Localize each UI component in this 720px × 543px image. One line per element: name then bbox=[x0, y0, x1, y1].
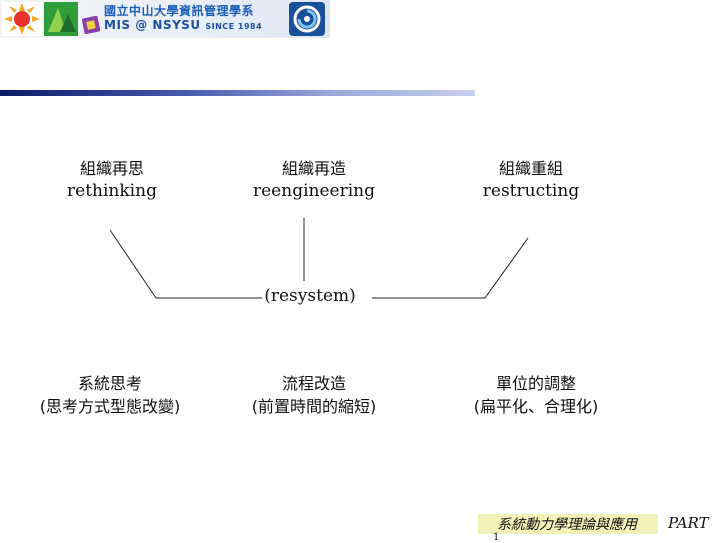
header-divider-bar bbox=[0, 90, 475, 96]
node-rethinking-en: rethinking bbox=[67, 181, 157, 201]
node-unit-adjustment-detail: (扁平化、合理化) bbox=[473, 397, 599, 416]
center-resystem-label: (resystem) bbox=[262, 286, 358, 306]
node-system-thinking-title: 系統思考 bbox=[77, 374, 142, 393]
footer-highlight-bar bbox=[478, 514, 658, 534]
swirl-logo-icon bbox=[289, 2, 325, 36]
node-process-reform-title: 流程改造 bbox=[281, 374, 346, 393]
sun-logo-icon bbox=[2, 2, 42, 36]
node-reengineering-zh: 組織再造 bbox=[281, 159, 346, 178]
footer-course-title: 系統動力學理論與應用 bbox=[497, 517, 637, 533]
banner-title: 國立中山大學資訊管理學系 bbox=[104, 4, 255, 18]
node-reengineering-en: reengineering bbox=[253, 181, 375, 201]
green-block-logo-icon bbox=[44, 2, 78, 36]
node-unit-adjustment-title: 單位的調整 bbox=[495, 374, 576, 393]
node-reengineering: 組織再造 reengineering bbox=[244, 157, 384, 203]
node-system-thinking-detail: (思考方式型態改變) bbox=[39, 397, 181, 416]
connector-right bbox=[372, 237, 529, 299]
node-restructing-en: restructing bbox=[482, 181, 580, 201]
footer-part-number: 1 bbox=[493, 532, 500, 543]
small-emblem-icon bbox=[82, 16, 100, 34]
node-restructing: 組織重組 restructing bbox=[466, 157, 596, 203]
node-restructing-zh: 組織重組 bbox=[498, 159, 563, 178]
node-rethinking: 組織再思 rethinking bbox=[52, 157, 172, 203]
node-process-reform-detail: (前置時間的縮短) bbox=[251, 397, 377, 416]
header-banner: 國立中山大學資訊管理學系 MIS @ NSYSU SINCE 1984 bbox=[0, 0, 330, 38]
node-rethinking-zh: 組織再思 bbox=[79, 159, 144, 178]
node-process-reform: 流程改造 (前置時間的縮短) bbox=[224, 372, 404, 418]
connector-left bbox=[109, 229, 262, 299]
banner-since-label: SINCE 1984 bbox=[205, 22, 263, 31]
banner-mis-label: MIS @ NSYSU bbox=[104, 18, 201, 32]
node-system-thinking: 系統思考 (思考方式型態改變) bbox=[10, 372, 210, 418]
node-unit-adjustment: 單位的調整 (扁平化、合理化) bbox=[446, 372, 626, 418]
banner-subtitle: MIS @ NSYSU SINCE 1984 bbox=[104, 18, 262, 32]
footer-part-label: PART bbox=[668, 514, 709, 532]
